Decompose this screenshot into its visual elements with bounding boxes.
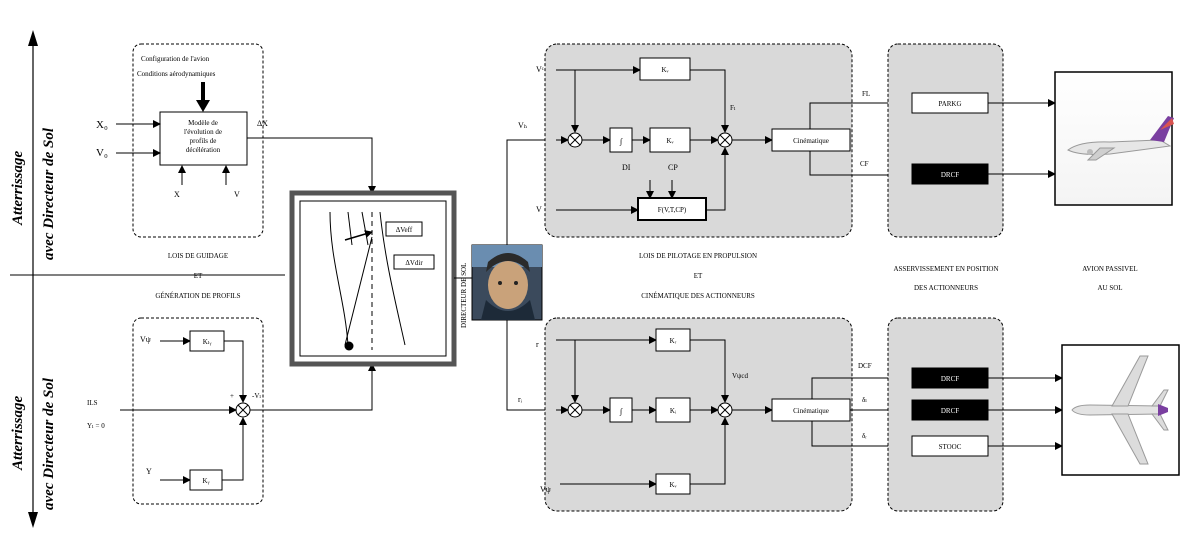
signal-cf: CF <box>860 160 869 168</box>
yl-label: Yₗ = 0 <box>87 422 105 430</box>
actuators-top-panel: PARKG DRCF <box>888 44 1003 237</box>
input-x0: X₀ <box>96 119 108 131</box>
aircraft-side-image <box>1055 72 1174 205</box>
svg-text:DRCF: DRCF <box>941 407 959 415</box>
svg-text:ET: ET <box>194 272 203 280</box>
svg-text:Vψcd: Vψcd <box>732 372 749 380</box>
svg-text:Cinématique: Cinématique <box>793 137 829 145</box>
actuator-labels: ASSERVISSEMENT EN POSITION DES ACTIONNEU… <box>893 265 998 292</box>
control-labels: LOIS DE PILOTAGE EN PROPULSION ET CINÉMA… <box>639 252 757 300</box>
input-x: X <box>174 190 180 199</box>
svg-text:LOIS DE GUIDAGE: LOIS DE GUIDAGE <box>168 252 228 260</box>
signal-dl: δₗ <box>862 396 867 404</box>
display-tag-2: ΔVdir <box>405 259 423 267</box>
svg-text:LOIS DE PILOTAGE EN PROPULSION: LOIS DE PILOTAGE EN PROPULSION <box>639 252 757 260</box>
plus-sign: + <box>230 392 234 400</box>
model-line-2: l'évolution de <box>184 128 222 136</box>
svg-text:avec Directeur de Sol: avec Directeur de Sol <box>41 377 57 510</box>
svg-text:AU SOL: AU SOL <box>1097 284 1122 292</box>
svg-text:Vᶜ: Vᶜ <box>536 65 544 74</box>
svg-text:DI: DI <box>622 163 631 172</box>
model-line-1: Modèle de <box>188 119 218 127</box>
svg-text:DRCF: DRCF <box>941 375 959 383</box>
input-vpsi: Vψ <box>140 335 151 344</box>
model-line-4: décélération <box>186 146 221 154</box>
svg-text:avec Directeur de Sol: avec Directeur de Sol <box>41 127 57 260</box>
aircraft-top-image <box>1062 345 1179 475</box>
svg-text:CINÉMATIQUE DES ACTIONNEURS: CINÉMATIQUE DES ACTIONNEURS <box>641 292 755 300</box>
signal-dr: δᵣ <box>862 432 867 440</box>
svg-text:DES ACTIONNEURS: DES ACTIONNEURS <box>914 284 978 292</box>
control-bottom-panel: r Kᵣ ∫ Kᵢ Vψcd Vψ Kᵥ Cinématique <box>536 318 852 511</box>
svg-text:DRCF: DRCF <box>941 171 959 179</box>
svg-text:Kᵥ: Kᵥ <box>661 66 669 74</box>
vx-label: Vₕ <box>518 121 528 130</box>
input-v0: V₀ <box>96 147 108 159</box>
svg-text:Atterrissage: Atterrissage <box>10 150 26 226</box>
r-input-label: rᵢ <box>518 395 523 404</box>
svg-text:Fₗ: Fₗ <box>730 104 736 112</box>
gain-bottom: Kᵧ <box>203 477 210 485</box>
svg-text:V: V <box>536 205 542 214</box>
svg-text:Kᵣ: Kᵣ <box>670 337 677 345</box>
note-conditions: Conditions aérodynamiques <box>137 70 216 78</box>
pilot-caption: DIRECTEUR DE SOL <box>460 263 468 328</box>
cockpit-display: ΔVeff ΔVdir <box>292 193 454 364</box>
delta-x-label: ΔX <box>257 119 268 128</box>
input-v: V <box>234 190 240 199</box>
svg-text:Vψ: Vψ <box>540 485 551 494</box>
input-y: Y <box>146 467 152 476</box>
svg-text:Kᵥ: Kᵥ <box>669 481 677 489</box>
svg-text:Kᵥ: Kᵥ <box>666 137 674 145</box>
aircraft-labels: AVION PASSIVEL AU SOL <box>1082 265 1137 292</box>
svg-text:CP: CP <box>668 163 678 172</box>
guidance-labels: LOIS DE GUIDAGE ET GÉNÉRATION DE PROFILS <box>155 252 240 300</box>
svg-text:ASSERVISSEMENT EN POSITION: ASSERVISSEMENT EN POSITION <box>893 265 998 273</box>
svg-text:r: r <box>536 340 539 349</box>
svg-text:Cinématique: Cinématique <box>793 407 829 415</box>
ils-label: ILS <box>87 399 98 407</box>
display-tag-1: ΔVeff <box>396 226 413 234</box>
svg-text:ET: ET <box>694 272 703 280</box>
note-config: Configuration de l'avion <box>141 55 210 63</box>
signal-dcf: DCF <box>858 362 872 370</box>
actuators-bottom-panel: DRCF DRCF STOOC <box>888 318 1003 511</box>
svg-text:F(V,T,CP): F(V,T,CP) <box>658 206 687 214</box>
svg-text:Kᵢ: Kᵢ <box>670 407 677 415</box>
svg-text:AVION PASSIVEL: AVION PASSIVEL <box>1082 265 1137 273</box>
model-line-3: profils de <box>190 137 217 145</box>
svg-text:PARKG: PARKG <box>938 100 961 108</box>
gain-top: Kₗᵧ <box>203 338 212 346</box>
svg-text:STOOC: STOOC <box>939 443 962 451</box>
svg-text:GÉNÉRATION DE PROFILS: GÉNÉRATION DE PROFILS <box>155 292 240 300</box>
svg-text:Atterrissage: Atterrissage <box>10 395 26 471</box>
signal-fl: FL <box>862 90 870 98</box>
control-top-panel: Vᶜ Kᵥ ∫ Kᵥ Fₗ DI CP V F(V,T,CP) Cinémati… <box>536 44 852 237</box>
minus-vy-label: -Vₗ <box>252 392 261 400</box>
pilot-photo: DIRECTEUR DE SOL <box>460 245 542 328</box>
